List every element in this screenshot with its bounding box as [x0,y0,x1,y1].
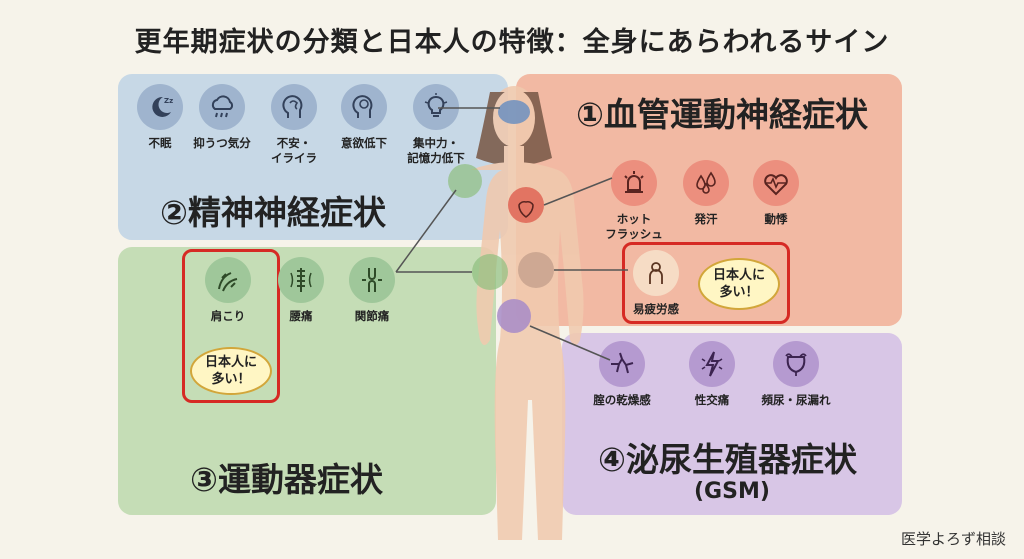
connector-lines [395,107,628,361]
alarm-light-icon [611,160,657,206]
panel-musculoskeletal: 肩こり 日本人に 多い！ 腰痛 関節痛 ③運動器症状 [118,247,496,515]
callout-japanese-common: 日本人に 多い！ [190,347,272,395]
item-label: 抑うつ気分 [193,136,251,150]
svg-text:Zz: Zz [164,97,173,105]
shoulder-icon [205,257,251,303]
highlight-japanese-common [622,242,790,324]
item-label: 動悸 [764,212,788,226]
watermark: 医学よろず相談 [900,530,1006,548]
item-concentration-memory: 集中力・ 記憶力低下 [396,84,476,166]
joint-icon [349,257,395,303]
body-region-markers [448,100,554,333]
dry-crack-icon [599,341,645,387]
moon-icon: Zz [137,84,183,130]
panel-heading: ①血管運動神経症状 [576,95,868,134]
spine-icon [278,257,324,303]
item-label: 易疲労感 [633,302,679,316]
item-label: 肩こり [210,309,246,323]
head-anxiety-icon [271,84,317,130]
panel-mental-neurological: Zz 不眠 抑うつ気分 不安・ イライラ 意欲低下 集中力・ 記憶力低下 ②精神… [118,74,508,240]
item-label: ホット フラッシュ [605,212,663,241]
item-label: 腟の乾燥感 [593,393,651,407]
item-label: 不安・ イライラ [271,136,317,165]
rain-cloud-icon [199,84,245,130]
item-stiff-shoulders: 肩こり [188,257,268,324]
item-back-pain: 腰痛 [261,257,341,324]
item-frequent-urination: 頻尿・尿漏れ [756,341,836,408]
highlight-japanese-common [182,249,280,403]
panel-heading: ④泌尿生殖器症状 [598,440,857,479]
item-sweating: 発汗 [666,160,746,227]
item-insomnia: Zz 不眠 [120,84,200,151]
item-vaginal-dryness: 腟の乾燥感 [582,341,662,408]
item-low-motivation: 意欲低下 [324,84,404,151]
item-label: 頻尿・尿漏れ [761,393,831,407]
panel-heading: ③運動器症状 [190,460,383,499]
item-depressed-mood: 抑うつ気分 [182,84,262,151]
tired-person-icon [633,250,679,296]
item-label: 意欲低下 [341,136,387,150]
lightning-pain-icon [689,341,735,387]
item-hot-flash: ホット フラッシュ [594,160,674,242]
item-fatigue: 易疲労感 [616,250,696,317]
item-label: 関節痛 [354,309,390,323]
item-label: 発汗 [694,212,718,226]
item-anxiety: 不安・ イライラ [254,84,334,166]
item-label: 性交痛 [694,393,730,407]
heartbeat-icon [753,160,799,206]
bladder-icon [773,341,819,387]
item-label: 集中力・ 記憶力低下 [407,136,465,165]
panel-heading: ②精神神経症状 [160,193,386,232]
sweat-drops-icon [683,160,729,206]
item-label: 不眠 [148,136,172,150]
item-joint-pain: 関節痛 [332,257,412,324]
brain-icon [341,84,387,130]
page-title: 更年期症状の分類と日本人の特徴：全身にあらわれるサイン [134,27,890,58]
item-label: 腰痛 [289,309,313,323]
item-dyspareunia: 性交痛 [672,341,752,408]
panel-subheading: (GSM) [694,479,770,504]
item-palpitations: 動悸 [736,160,816,227]
callout-japanese-common: 日本人に 多い！ [698,258,780,310]
panel-genitourinary: 腟の乾燥感 性交痛 頻尿・尿漏れ ④泌尿生殖器症状 (GSM) [562,333,902,515]
lightbulb-icon [413,84,459,130]
